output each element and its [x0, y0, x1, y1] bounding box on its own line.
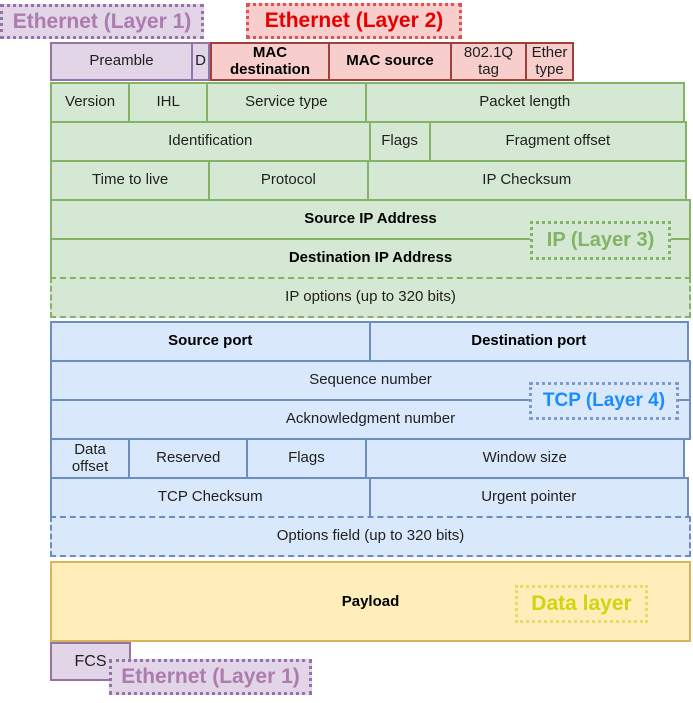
field-row: Source IP Address: [50, 199, 691, 240]
field-version: Version: [50, 82, 131, 123]
field-destination-port: Destination port: [368, 321, 689, 362]
field-packet-length: Packet length: [364, 82, 685, 123]
data-layer-label-text: Data layer: [531, 592, 632, 615]
field-ihl: IHL: [128, 82, 209, 123]
field-row: Options field (up to 320 bits): [50, 516, 691, 557]
field-tcp-checksum: TCP Checksum: [50, 477, 371, 518]
field-ip-options-up-to-320-bits: IP options (up to 320 bits): [50, 277, 691, 318]
field-ether-type: Ether type: [525, 42, 574, 81]
field-d: D: [191, 42, 210, 81]
field-reserved: Reserved: [128, 438, 249, 479]
field-ip-checksum: IP Checksum: [366, 160, 687, 201]
data-layer-label: Data layer: [515, 585, 648, 623]
field-protocol: Protocol: [208, 160, 369, 201]
ethernet-layer1-bottom-label-text: Ethernet (Layer 1): [121, 665, 300, 688]
field-identification: Identification: [50, 121, 371, 162]
field-flags: Flags: [246, 438, 367, 479]
field-service-type: Service type: [206, 82, 367, 123]
ethernet-layer1-top-label: Ethernet (Layer 1): [0, 4, 204, 39]
ethernet-layer2-label-text: Ethernet (Layer 2): [264, 9, 444, 32]
ethernet-layer1-top-label-text: Ethernet (Layer 1): [12, 9, 192, 33]
ip-layer3-label: IP (Layer 3): [530, 221, 671, 260]
tcp-layer4-label-text: TCP (Layer 4): [542, 390, 666, 411]
payload-field-label: Payload: [341, 593, 400, 610]
field-preamble: Preamble: [50, 42, 193, 81]
field-data-offset: Data offset: [50, 438, 131, 479]
fcs-field-label: FCS: [74, 652, 107, 670]
field-row: IP options (up to 320 bits): [50, 277, 691, 318]
tcp-layer4-label: TCP (Layer 4): [529, 382, 679, 420]
field-mac-destination: MAC destination: [210, 42, 330, 81]
field-fragment-offset: Fragment offset: [428, 121, 687, 162]
field-window-size: Window size: [364, 438, 685, 479]
ethernet-layer2-label: Ethernet (Layer 2): [246, 3, 462, 39]
field-flags: Flags: [368, 121, 431, 162]
ip-layer3-label-text: IP (Layer 3): [546, 229, 655, 251]
field-source-ip-address: Source IP Address: [50, 199, 691, 240]
field-urgent-pointer: Urgent pointer: [368, 477, 689, 518]
field-options-field-up-to-320-bits: Options field (up to 320 bits): [50, 516, 691, 557]
field-mac-source: MAC source: [328, 42, 452, 81]
field-source-port: Source port: [50, 321, 371, 362]
field-time-to-live: Time to live: [50, 160, 211, 201]
ethernet-layer1-bottom-label: Ethernet (Layer 1): [109, 659, 312, 695]
field-802-1q-tag: 802.1Q tag: [450, 42, 527, 81]
payload-box: Payload Data layer: [50, 561, 691, 642]
